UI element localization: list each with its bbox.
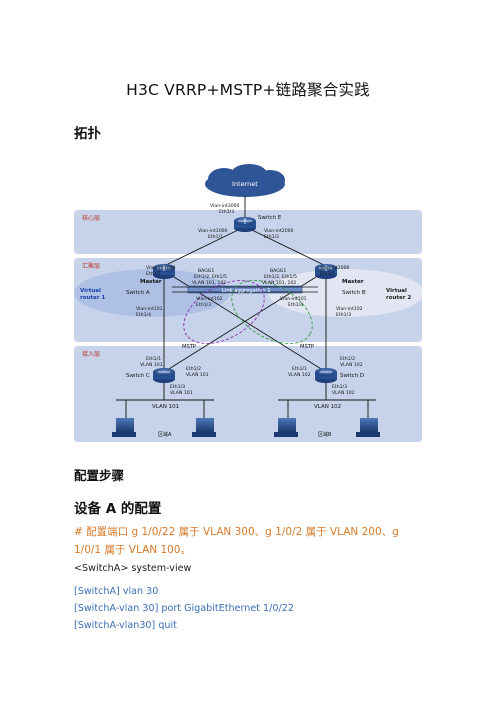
access-layer-label: 接入层 [82, 350, 100, 358]
switch-a-vlan102-1: Vlan-int102 [196, 296, 223, 302]
switch-a-vlan101-2: Eth1/4 [136, 312, 151, 318]
switch-d-p2-2: VLAN 102 [340, 362, 363, 368]
mstp-ring-purple [183, 280, 265, 344]
device-a-heading: 设备 A 的配置 [74, 501, 162, 517]
vlan-101-label: VLAN 101 [152, 404, 179, 410]
virtual-router-1-area [74, 269, 230, 317]
vlan-102-label: VLAN 102 [314, 404, 341, 410]
config-comment: # 配置端口 g 1/0/22 属于 VLAN 300、g 1/0/2 属于 V… [74, 526, 399, 556]
switch-e-right-port: Eth1/2 [264, 234, 279, 240]
network-links [163, 196, 327, 373]
document-title: H3C VRRP+MSTP+链路聚合实践 [126, 81, 370, 99]
code-line: <SwitchA> system-view [74, 563, 192, 574]
switch-a-role: Master [140, 279, 162, 285]
switch-b-role: Master [342, 279, 364, 285]
area-a-label: 区域A [158, 431, 172, 438]
switch-a-vlan102-2: Eth1/3 [196, 302, 211, 308]
link-aggregation-label: Link aggregation 1 [222, 288, 271, 294]
switch-b-up-port: Eth1/1 [320, 271, 335, 277]
switch-d-p1-1: Eth1/1 [292, 366, 307, 372]
switch-b-name: Switch B [342, 290, 366, 296]
switch-c-p3-2: VLAN 101 [170, 390, 193, 396]
aggregation-layer-label: 汇聚层 [82, 262, 100, 270]
virtual-router-2-label-2: router 2 [386, 295, 411, 301]
vlan-buses [116, 380, 376, 418]
topology-heading: 拓扑 [74, 126, 101, 142]
switch-c-p1-2: VLAN 101 [140, 362, 163, 368]
switch-d-p1-2: VLAN 102 [288, 372, 311, 378]
switch-b-up-vlan: Vlan-int2000 [320, 265, 350, 271]
switch-d-icon [315, 368, 337, 383]
pc-icon [356, 418, 380, 437]
switch-c-icon [153, 368, 175, 383]
code-line: [SwitchA] vlan 30 [74, 586, 159, 597]
switch-c-p2-1: Eth1/2 [186, 366, 201, 372]
switch-e-left-vlan: Vlan-int1000 [198, 228, 228, 234]
switch-a-agg-2: Eth1/2, Eth1/5 [194, 274, 227, 280]
virtual-router-1-label: Virtual [80, 288, 101, 294]
pc-icon [274, 418, 298, 437]
switch-b-vlan101-2: Eth1/4 [288, 302, 303, 308]
code-line: [SwitchA-vlan30] quit [74, 620, 177, 631]
mstp-left-label: MSTP [182, 344, 196, 350]
mstp-right-label: MSTP [300, 344, 314, 350]
core-layer-label: 核心层 [82, 214, 100, 222]
switch-e-up-port: Eth1/3 [219, 209, 234, 215]
internet-label: Internet [232, 180, 258, 188]
switch-b-vlan102-1: Vlan-int102 [336, 306, 363, 312]
pc-icon [192, 418, 216, 437]
mstp-ring-green [231, 280, 313, 344]
switch-b-agg-3: VLAN 101, 102 [262, 280, 296, 286]
switch-e-name: Switch E [258, 215, 282, 221]
switch-b-vlan101-1: Vlan-int101 [280, 296, 307, 302]
switch-a-up-vlan: Vlan-int1000 [146, 265, 176, 271]
virtual-router-2-area [268, 269, 422, 317]
switch-e-icon [234, 217, 256, 232]
internet-cloud: Internet [205, 164, 285, 197]
switch-a-icon [153, 264, 175, 279]
switch-a-up-port: Eth1/1 [146, 271, 161, 277]
switch-a-vlan101-1: Vlan-int101 [136, 306, 163, 312]
switch-b-vlan102-2: Eth1/3 [336, 312, 351, 318]
link-aggregation-bar: Link aggregation 1 [172, 285, 318, 294]
config-steps-heading: 配置步骤 [74, 468, 125, 483]
switch-c-p3-1: Eth1/3 [170, 384, 185, 390]
area-b-label: 区域B [318, 431, 332, 438]
switch-a-name: Switch A [126, 290, 150, 296]
network-topology-diagram: 核心层 汇聚层 接入层 Virtual router 1 Virtual rou… [74, 164, 422, 442]
core-layer-band [74, 210, 422, 254]
virtual-router-2-label: Virtual [386, 288, 407, 294]
switch-d-p3-2: VLAN 102 [332, 390, 355, 396]
switch-b-icon [315, 264, 337, 279]
switch-a-agg-3: VLAN 101, 102 [192, 280, 226, 286]
switch-b-agg-2: Eth1/2, Eth1/5 [264, 274, 297, 280]
switch-c-p2-2: VLAN 101 [186, 372, 209, 378]
switch-c-p1-1: Eth1/1 [146, 356, 161, 362]
switch-c-name: Switch C [126, 373, 150, 379]
switch-d-p2-1: Eth1/2 [340, 356, 355, 362]
switch-d-p3-1: Eth1/3 [332, 384, 347, 390]
switch-d-name: Switch D [340, 373, 364, 379]
virtual-router-1-label-2: router 1 [80, 295, 105, 301]
switch-e-up-vlan: Vlan-int3000 [210, 203, 240, 209]
switch-b-agg-1: BAGG1 [270, 268, 286, 274]
switch-a-agg-1: BAGG1 [198, 268, 214, 274]
pc-icon [112, 418, 136, 437]
switch-e-right-vlan: Vlan-int2000 [264, 228, 294, 234]
code-line: [SwitchA-vlan 30] port GigabitEthernet 1… [74, 603, 294, 614]
switch-e-left-port: Eth1/1 [208, 234, 223, 240]
